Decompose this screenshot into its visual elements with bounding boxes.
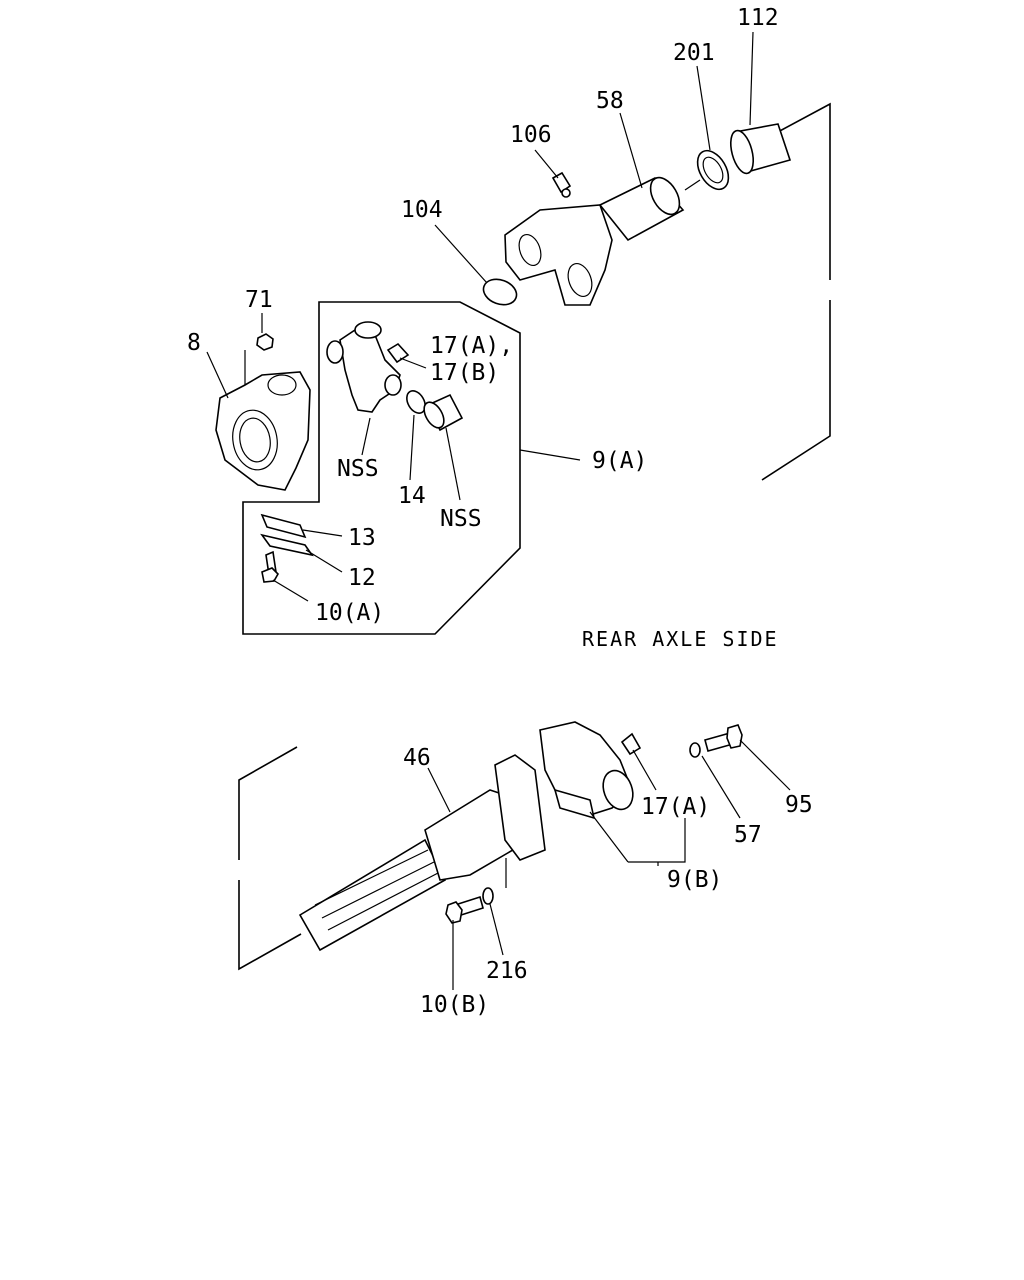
shaft-boundary-lower — [238, 746, 302, 971]
shaft-boundary-upper — [761, 102, 831, 481]
part-71-nut — [256, 333, 274, 351]
part-10b-bolt — [445, 895, 484, 924]
callout-8: 8 — [187, 330, 201, 356]
part-12-strap — [260, 533, 314, 557]
part-106-grease-fitting — [551, 171, 572, 198]
callout-nss-1: NSS — [337, 456, 379, 482]
part-58-slip-yoke — [504, 176, 701, 306]
part-9b-universal-joint — [539, 721, 634, 820]
leader-lines — [206, 31, 791, 990]
callout-71: 71 — [245, 287, 273, 313]
callout-10a: 10(A) — [315, 600, 384, 626]
part-17a-grease-fitting-lower — [620, 732, 642, 756]
part-201-seal-ring — [696, 149, 730, 191]
part-104-cap — [482, 278, 518, 306]
callout-216: 216 — [486, 958, 528, 984]
callout-17a-17b-line2: 17(B) — [430, 360, 499, 386]
callout-112: 112 — [737, 5, 779, 31]
callout-13: 13 — [348, 525, 376, 551]
part-14-seal — [406, 390, 426, 414]
callout-14: 14 — [398, 483, 426, 509]
callout-46: 46 — [403, 745, 431, 771]
part-216-washer — [482, 887, 494, 905]
callout-106: 106 — [510, 122, 552, 148]
callout-12: 12 — [348, 565, 376, 591]
callout-9b: 9(B) — [667, 867, 722, 893]
callout-57: 57 — [734, 822, 762, 848]
callout-17a-17b-line1: 17(A), — [430, 333, 513, 359]
callout-58: 58 — [596, 88, 624, 114]
callout-95: 95 — [785, 792, 813, 818]
part-13-lock-plate — [260, 513, 307, 539]
group-9a-boundary — [242, 301, 521, 635]
part-57-washer — [689, 742, 701, 758]
part-8-flange-yoke — [215, 371, 311, 491]
universal-joint-cross — [326, 321, 402, 413]
rear-axle-side-caption: REAR AXLE SIDE — [582, 627, 779, 651]
part-46-slip-shaft — [298, 754, 546, 952]
callout-17a-lower: 17(A) — [641, 794, 710, 820]
callout-104: 104 — [401, 197, 443, 223]
part-95-bolt — [704, 724, 743, 752]
part-112-sleeve — [729, 123, 792, 175]
callout-9a: 9(A) — [592, 448, 647, 474]
part-17-grease-fitting-upper — [386, 342, 410, 364]
bearing-cup — [423, 393, 464, 432]
callout-201: 201 — [673, 40, 715, 66]
part-10a-bolt — [261, 550, 279, 583]
callout-10b: 10(B) — [420, 992, 489, 1018]
callout-nss-2: NSS — [440, 506, 482, 532]
